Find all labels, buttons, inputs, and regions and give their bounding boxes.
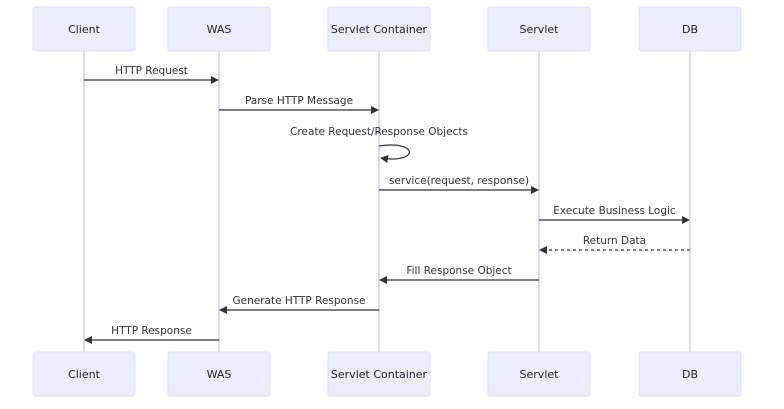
actor-box	[167, 6, 271, 52]
actor-box	[167, 351, 271, 397]
message-9: HTTP Response	[84, 325, 219, 344]
actor-box	[487, 351, 591, 397]
message-label: Fill Response Object	[406, 265, 511, 277]
actor-client-bottom: Client	[32, 351, 136, 397]
message-label: HTTP Response	[111, 325, 192, 337]
message-4: service(request, response)	[379, 175, 539, 194]
message-1: HTTP Request	[84, 65, 219, 84]
actor-box	[327, 6, 431, 52]
actor-label: Servlet Container	[331, 368, 428, 381]
actor-label: DB	[682, 23, 698, 36]
actor-was-top: WAS	[167, 6, 271, 52]
actor-label: Client	[68, 368, 101, 381]
message-label: Generate HTTP Response	[232, 295, 365, 307]
actor-box	[487, 6, 591, 52]
message-label: HTTP Request	[115, 65, 188, 77]
actor-label: Client	[68, 23, 101, 36]
message-6: Return Data	[539, 235, 690, 254]
actor-label: WAS	[207, 368, 232, 381]
actor-was-bottom: WAS	[167, 351, 271, 397]
actor-box	[638, 6, 742, 52]
actor-box	[32, 351, 136, 397]
message-arrow	[378, 144, 410, 164]
actor-client-top: Client	[32, 6, 136, 52]
actor-container-top: Servlet Container	[327, 6, 431, 52]
message-7: Fill Response Object	[379, 265, 539, 284]
actor-label: Servlet	[520, 23, 560, 36]
actor-box	[638, 351, 742, 397]
message-8: Generate HTTP Response	[219, 295, 379, 314]
actor-container-bottom: Servlet Container	[327, 351, 431, 397]
actor-label: WAS	[207, 23, 232, 36]
message-label: Return Data	[583, 235, 646, 247]
actor-db-top: DB	[638, 6, 742, 52]
message-label: Create Request/Response Objects	[290, 126, 468, 138]
actor-label: Servlet	[520, 368, 560, 381]
message-5: Execute Business Logic	[539, 205, 690, 224]
actor-label: DB	[682, 368, 698, 381]
actor-db-bottom: DB	[638, 351, 742, 397]
message-3: Create Request/Response Objects	[290, 126, 468, 164]
message-2: Parse HTTP Message	[219, 95, 379, 114]
message-label: Execute Business Logic	[553, 205, 676, 217]
actor-label: Servlet Container	[331, 23, 428, 36]
actor-box	[32, 6, 136, 52]
actor-servlet-top: Servlet	[487, 6, 591, 52]
actor-box	[327, 351, 431, 397]
message-label: Parse HTTP Message	[245, 95, 353, 107]
actor-servlet-bottom: Servlet	[487, 351, 591, 397]
message-label: service(request, response)	[389, 175, 529, 187]
